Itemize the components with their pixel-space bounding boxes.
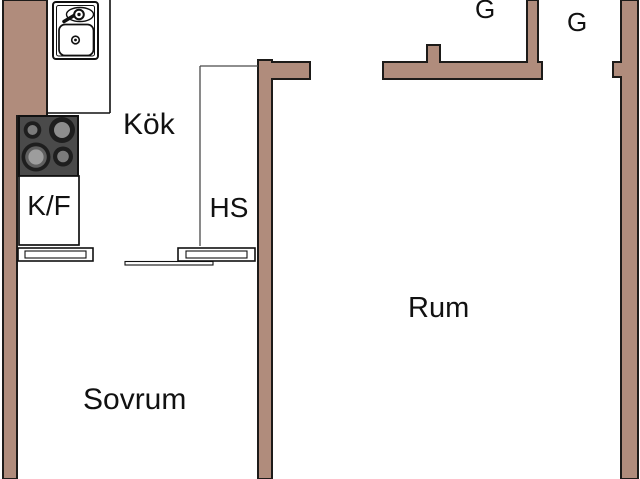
- sliding-door-leaf: [124, 260, 214, 266]
- sink-icon: [52, 1, 99, 60]
- fridge-freezer-label: K/F: [27, 190, 71, 221]
- bedroom-label: Sovrum: [83, 383, 186, 416]
- wall-center: [257, 59, 311, 479]
- fridge-freezer-outline: [18, 175, 80, 246]
- sink-drain-dot: [74, 38, 77, 42]
- wardrobe-label-1: G: [475, 0, 495, 24]
- tall-cabinet-label: HS: [210, 192, 249, 223]
- burner-top-right-center: [54, 122, 70, 138]
- burner-bottom-left-center: [28, 149, 44, 165]
- opening-right-inner: [185, 250, 248, 259]
- stove-icon: [18, 115, 79, 177]
- burner-top-left-center: [27, 125, 38, 135]
- kitchen-counter: [47, 0, 111, 114]
- opening-symbol-left: [17, 247, 94, 262]
- tall-cabinet-unit: HS: [199, 65, 258, 246]
- wall-left: [2, 0, 48, 479]
- opening-symbol-right: [177, 247, 256, 262]
- burner-bottom-right-center: [57, 150, 69, 163]
- fridge-freezer-unit: K/F: [18, 175, 80, 246]
- room-label: Rum: [408, 292, 469, 324]
- opening-left-inner: [24, 250, 87, 259]
- faucet-dot: [77, 12, 81, 17]
- wall-right: [612, 0, 639, 479]
- wall-closet: [382, 0, 543, 80]
- wardrobe-label-2: G: [567, 7, 587, 37]
- kitchen-label: Kök: [123, 108, 176, 141]
